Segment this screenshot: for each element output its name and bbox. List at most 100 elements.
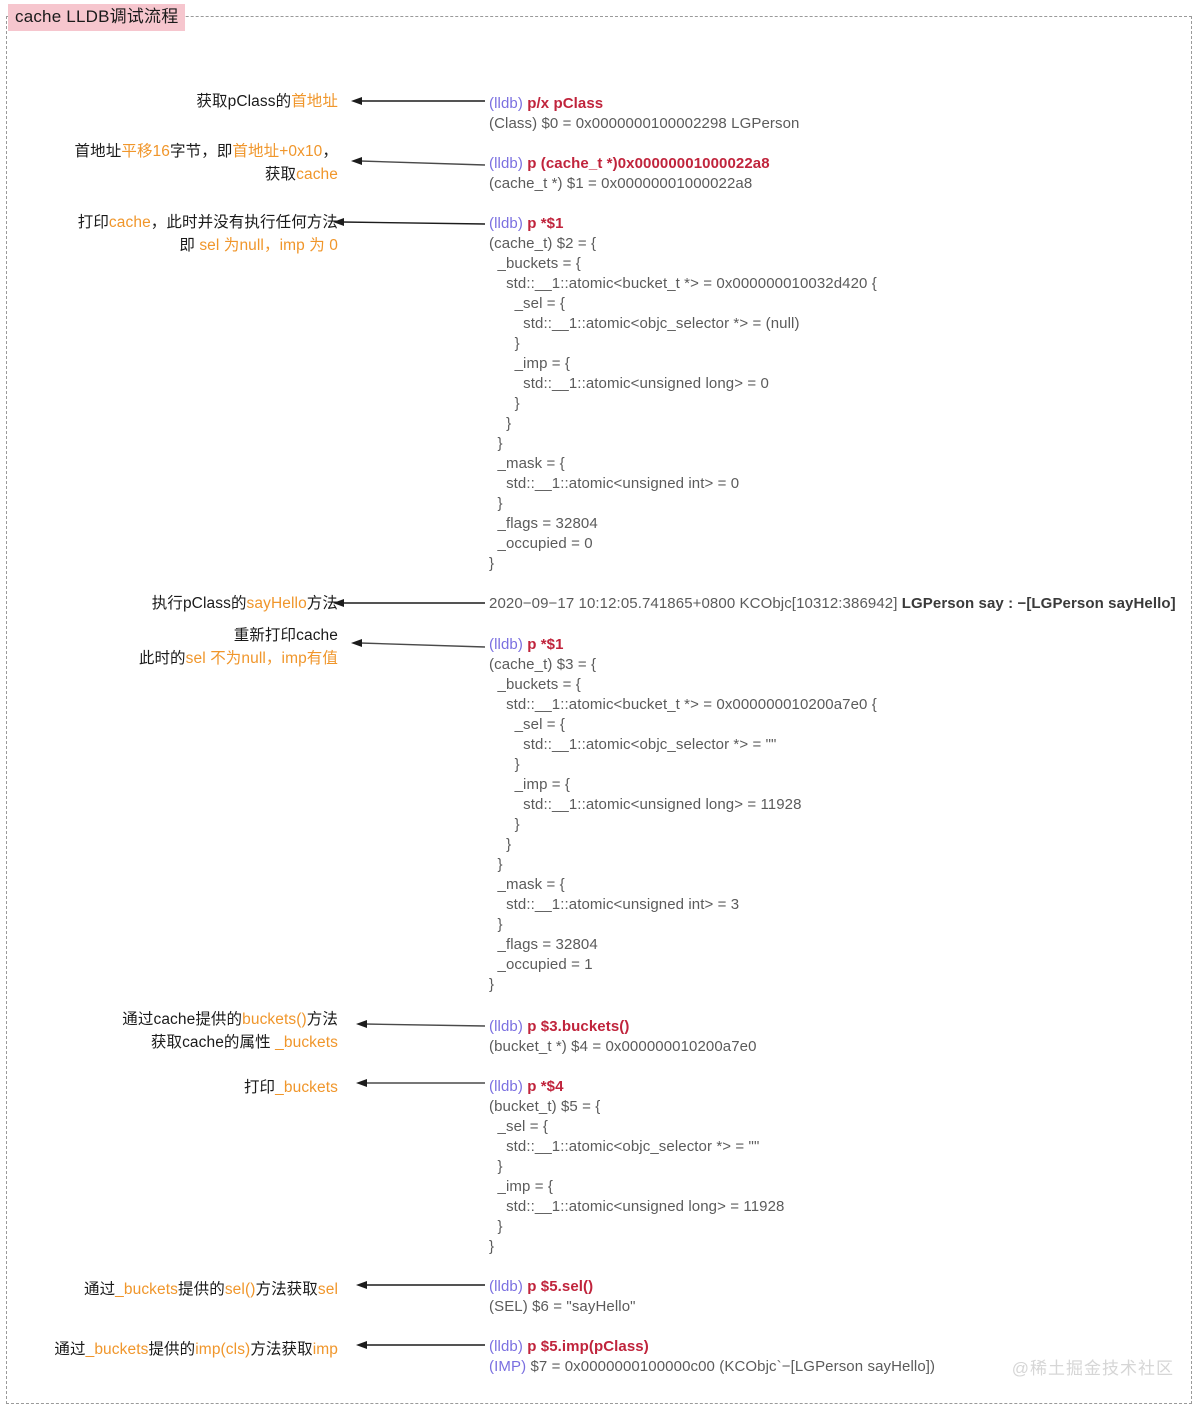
annotation-highlight: 平移16 <box>121 143 171 160</box>
lldb-output-line: } <box>489 334 877 354</box>
annotation-line: 执行pClass的sayHello方法 <box>152 592 338 615</box>
lldb-output-line: (cache_t *) $1 = 0x00000001000022a8 <box>489 174 770 194</box>
annotation-text: 字节，即 <box>170 143 233 160</box>
lldb-output-text: } <box>489 976 495 993</box>
annotation-highlight: sel 为null，imp 为 0 <box>199 237 338 254</box>
log-timestamp: 2020−09−17 10:12:05.741865+0800 KCObjc[1… <box>489 595 902 612</box>
lldb-prompt: (lldb) <box>489 636 528 653</box>
arrow-print-cache-empty <box>333 214 486 226</box>
annotation-highlight: 首地址 <box>291 93 338 110</box>
lldb-output-text: } <box>489 435 503 452</box>
lldb-output-line: _buckets = { <box>489 254 877 274</box>
lldb-command-line: (lldb) p *$4 <box>489 1077 784 1097</box>
lldb-command-text: p (cache_t *)0x00000001000022a8 <box>527 155 770 172</box>
annotation-offset-cache: 首地址平移16字节，即首地址+0x10，获取cache <box>75 140 338 186</box>
watermark: @稀土掘金技术社区 <box>1011 1359 1174 1378</box>
code-block-cache-cast: (lldb) p (cache_t *)0x00000001000022a8 (c… <box>489 154 770 194</box>
annotation-text: 打印 <box>77 214 109 231</box>
lldb-command-line: (lldb) p *$1 <box>489 635 877 655</box>
lldb-command-text: p $5.imp(pClass) <box>527 1338 649 1355</box>
lldb-command-line: (lldb) p $3.buckets() <box>489 1017 757 1037</box>
annotation-text: 方法获取 <box>250 1341 313 1358</box>
lldb-command-line: (lldb) p $5.sel() <box>489 1277 636 1297</box>
code-block-print-cache-1: (lldb) p *$1(cache_t) $2 = { _buckets = … <box>489 214 877 574</box>
lldb-output-line: } <box>489 915 877 935</box>
lldb-output-text: } <box>489 836 512 853</box>
lldb-output-line: _imp = { <box>489 775 877 795</box>
annotation-call-sayhello: 执行pClass的sayHello方法 <box>152 592 338 615</box>
lldb-output-line: _sel = { <box>489 715 877 735</box>
lldb-output-line: } <box>489 815 877 835</box>
lldb-output-text: (bucket_t) $5 = { <box>489 1098 601 1115</box>
annotation-highlight: sel() <box>224 1281 256 1298</box>
lldb-output-line: } <box>489 1237 784 1257</box>
lldb-output-line: } <box>489 494 877 514</box>
annotation-highlight: sel <box>317 1281 338 1298</box>
lldb-output-line: (IMP) $7 = 0x0000000100000c00 (KCObjc`−[… <box>489 1357 935 1377</box>
lldb-output-line: std::__1::atomic<objc_selector *> = (nul… <box>489 314 877 334</box>
lldb-command-text: p $3.buckets() <box>527 1018 630 1035</box>
lldb-command-text: p/x pClass <box>527 95 604 112</box>
arrow-call-sayhello <box>333 598 485 608</box>
annotation-text: 通过 <box>54 1341 86 1358</box>
lldb-output-text: } <box>489 916 503 933</box>
lldb-output-text: std::__1::atomic<objc_selector *> = "" <box>489 736 777 753</box>
lldb-output-line: } <box>489 755 877 775</box>
annotation-text: 通过cache提供的 <box>122 1011 243 1028</box>
lldb-output-text: } <box>489 856 503 873</box>
lldb-output-text: std::__1::atomic<unsigned long> = 0 <box>489 375 769 392</box>
annotation-highlight: imp(cls) <box>195 1341 251 1358</box>
log-message: LGPerson say : −[LGPerson sayHello] <box>901 595 1176 612</box>
annotation-highlight: cache <box>296 166 338 183</box>
lldb-command-line: (lldb) p $5.imp(pClass) <box>489 1337 935 1357</box>
lldb-output-text: (cache_t) $2 = { <box>489 235 597 252</box>
lldb-output-text: _sel = { <box>489 716 566 733</box>
lldb-prompt: (lldb) <box>489 215 528 232</box>
lldb-output-line: (Class) $0 = 0x0000000100002298 LGPerson <box>489 114 799 134</box>
lldb-output-line: (bucket_t *) $4 = 0x000000010200a7e0 <box>489 1037 757 1057</box>
lldb-output-line: (cache_t) $2 = { <box>489 234 877 254</box>
lldb-prompt: (lldb) <box>489 155 528 172</box>
lldb-output-text: } <box>489 816 520 833</box>
annotation-highlight: imp <box>312 1341 338 1358</box>
arrow-print-buckets <box>356 1078 485 1088</box>
lldb-output-line: _imp = { <box>489 354 877 374</box>
lldb-output-text: (cache_t *) $1 = 0x00000001000022a8 <box>489 175 753 192</box>
lldb-output-text: std::__1::atomic<unsigned int> = 0 <box>489 475 740 492</box>
annotation-text: 通过 <box>83 1281 116 1298</box>
annotation-highlight: _buckets <box>275 1079 338 1096</box>
lldb-output-line: _occupied = 0 <box>489 534 877 554</box>
lldb-output-line: } <box>489 1157 784 1177</box>
lldb-output-text: } <box>489 1238 495 1255</box>
imp-type-prefix: (IMP) <box>489 1358 527 1375</box>
lldb-output-line: std::__1::atomic<objc_selector *> = "" <box>489 1137 784 1157</box>
lldb-output-text: $7 = 0x0000000100000c00 (KCObjc`−[LGPers… <box>526 1358 936 1375</box>
lldb-output-line: _flags = 32804 <box>489 514 877 534</box>
annotation-text: 获取pClass的 <box>196 93 292 110</box>
annotation-text: 重新打印cache <box>233 627 338 644</box>
annotation-line: 获取cache的属性 _buckets <box>122 1031 338 1054</box>
annotation-highlight: _buckets <box>85 1341 149 1358</box>
annotation-highlight: sayHello <box>246 595 307 612</box>
lldb-output-line: (SEL) $6 = "sayHello" <box>489 1297 636 1317</box>
lldb-command-line: (lldb) p *$1 <box>489 214 877 234</box>
annotation-line: 打印cache，此时并没有执行任何方法 <box>78 211 338 234</box>
annotation-text: 首地址 <box>74 143 122 160</box>
annotation-highlight: sel 不为null，imp有值 <box>185 650 338 667</box>
annotation-text: 提供的 <box>148 1341 196 1358</box>
lldb-output-text: std::__1::atomic<bucket_t *> = 0x0000000… <box>489 696 877 713</box>
lldb-output-text: } <box>489 1158 503 1175</box>
arrow-imp-method <box>356 1340 485 1350</box>
lldb-output-line: _mask = { <box>489 454 877 474</box>
lldb-output-text: } <box>489 335 520 352</box>
lldb-output-line: _flags = 32804 <box>489 935 877 955</box>
lldb-output-text: _flags = 32804 <box>489 936 598 953</box>
lldb-output-text: _sel = { <box>489 1118 548 1135</box>
lldb-output-line: (cache_t) $3 = { <box>489 655 877 675</box>
annotation-text: ， <box>322 143 338 160</box>
annotation-text: 方法 <box>306 1011 338 1028</box>
code-block-sel-call: (lldb) p $5.sel()(SEL) $6 = "sayHello" <box>489 1277 636 1317</box>
lldb-output-text: (SEL) $6 = "sayHello" <box>489 1298 636 1315</box>
lldb-output-text: (Class) $0 = 0x0000000100002298 LGPerson <box>489 115 800 132</box>
